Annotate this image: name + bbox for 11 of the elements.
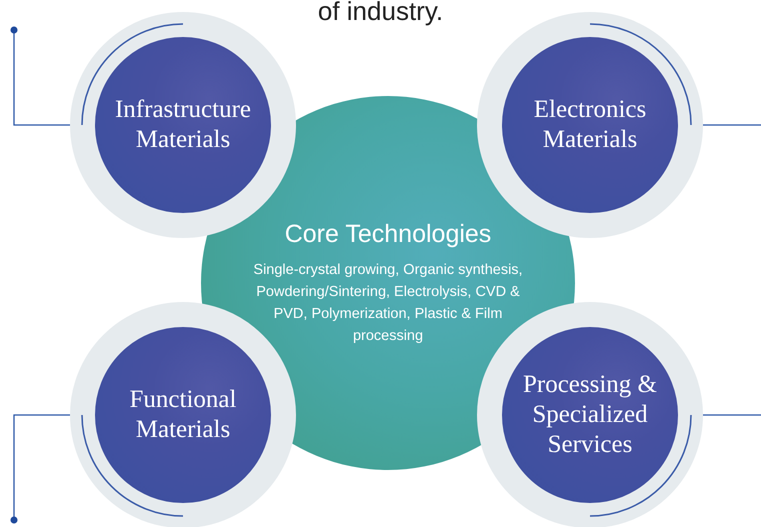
leader-line	[10, 414, 70, 524]
category-label: Electronics Materials	[532, 95, 648, 155]
technology-list: Single-crystal growing, Organic synthesis, Powdering/Sintering, Electrolysis, CVD & PVD, Polymerization, Plastic & Film processing	[238, 258, 538, 346]
leader-line	[703, 124, 761, 126]
heading: Core Technologies	[284, 220, 492, 248]
category-label: Infrastructure Materials	[114, 95, 252, 155]
leader-line	[703, 414, 761, 416]
leader-line	[10, 26, 70, 126]
caption-text: of industry.	[318, 0, 444, 27]
category-label: Functional Materials	[128, 385, 238, 445]
category-label: Processing & Specialized Services	[522, 370, 658, 460]
